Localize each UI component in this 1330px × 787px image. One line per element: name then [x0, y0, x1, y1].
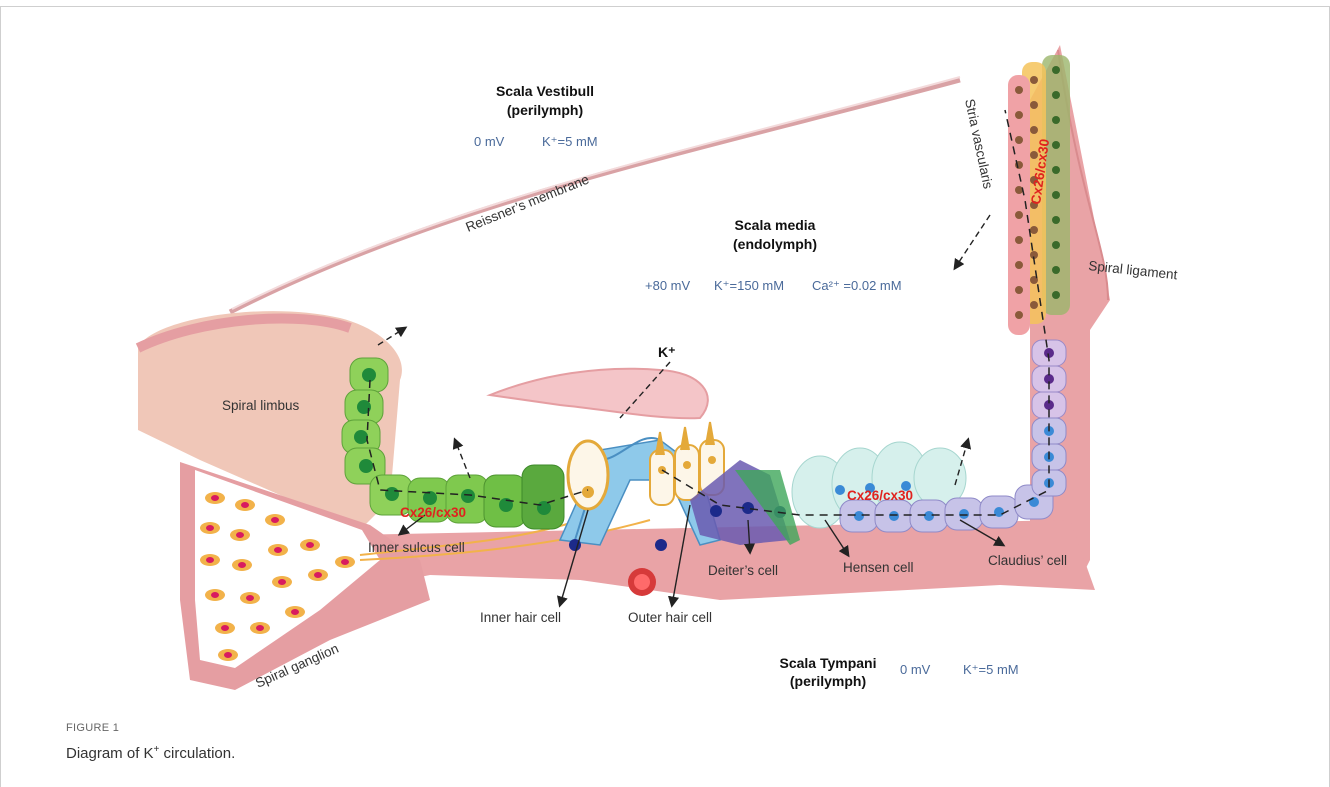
k-plus-label: K⁺ [658, 344, 676, 360]
scala-media-voltage: +80 mV [645, 278, 690, 293]
tectorial-membrane [490, 369, 708, 419]
figure-label: FIGURE 1 [66, 722, 119, 734]
scala-vestibuli-voltage: 0 mV [474, 134, 505, 149]
arrow-stria-down [955, 215, 990, 268]
cx-right-label: Cx26/cx30 [847, 488, 913, 503]
hensen-label: Hensen cell [843, 560, 914, 575]
scala-tympani-voltage: 0 mV [900, 662, 931, 677]
outer-hair-cell-label: Outer hair cell [628, 610, 712, 625]
scala-tympani-potassium: K⁺=5 mM [963, 662, 1019, 677]
reissners-label: Reissner’s membrane [464, 172, 592, 235]
scala-media-subtitle: (endolymph) [733, 236, 817, 252]
figure-caption: Diagram of K+ circulation. [66, 744, 235, 762]
scala-tympani-subtitle: (perilymph) [790, 673, 866, 689]
arrow-sulcus-up [455, 440, 470, 478]
scala-media-title: Scala media [735, 217, 816, 233]
scala-media-calcium: Ca²⁺ =0.02 mM [812, 278, 902, 293]
caption-prefix: Diagram of K [66, 745, 154, 762]
claudius-label: Claudius’ cell [988, 553, 1067, 568]
inner-sulcus-label: Inner sulcus cell [368, 540, 465, 555]
scala-media-potassium: K⁺=150 mM [714, 278, 784, 293]
deiters-label: Deiter’s cell [708, 563, 778, 578]
arrow-limbus-up [378, 328, 405, 345]
scala-vestibuli-potassium: K⁺=5 mM [542, 134, 598, 149]
stria-label: Stria vascularis [962, 98, 996, 191]
inner-hair-cell-label: Inner hair cell [480, 610, 561, 625]
scala-vestibuli-subtitle: (perilymph) [507, 102, 583, 118]
caption-suffix: circulation. [159, 745, 235, 762]
scala-vestibuli-title: Scala Vestibull [496, 83, 594, 99]
inner-hair-cell-body [568, 441, 608, 509]
scala-tympani-title: Scala Tympani [779, 655, 876, 671]
cx-left-label: Cx26/cx30 [400, 505, 466, 520]
spiral-limbus-label: Spiral limbus [222, 398, 300, 413]
